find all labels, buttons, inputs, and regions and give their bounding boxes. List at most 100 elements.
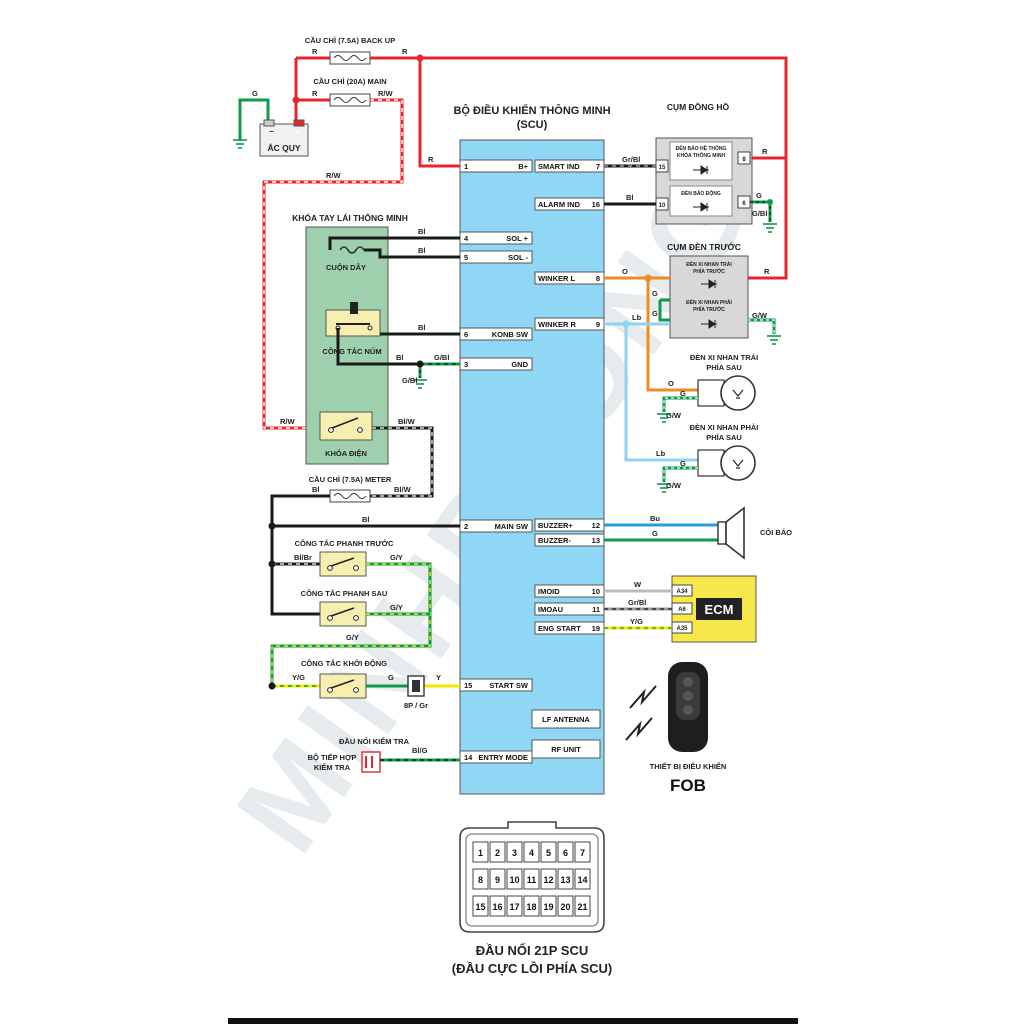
connector-pin-number: 2 bbox=[495, 848, 500, 858]
front-right-winker-led-icon bbox=[701, 319, 717, 329]
svg-text:R/W: R/W bbox=[378, 89, 394, 98]
meter-wire-labels: Gr/Bl Bl G G/Bl bbox=[622, 155, 767, 218]
buzzer-labels: Bu G bbox=[650, 514, 660, 538]
svg-text:PHÍA SAU: PHÍA SAU bbox=[706, 433, 742, 442]
svg-text:19: 19 bbox=[592, 624, 600, 633]
connector-pin-cell bbox=[506, 841, 523, 863]
ground-icon bbox=[763, 223, 777, 233]
svg-text:G/W: G/W bbox=[666, 481, 682, 490]
connector-pin-number: 11 bbox=[527, 875, 537, 885]
svg-text:SOL +: SOL + bbox=[506, 234, 528, 243]
svg-text:11: 11 bbox=[592, 605, 600, 614]
svg-text:R: R bbox=[764, 267, 770, 276]
svg-text:Lb: Lb bbox=[656, 449, 666, 458]
connector-caption: ĐẦU NỐI 21P SCU bbox=[476, 943, 588, 958]
svg-text:3: 3 bbox=[464, 360, 468, 369]
svg-text:A6: A6 bbox=[678, 607, 686, 613]
svg-text:SMART IND: SMART IND bbox=[538, 162, 580, 171]
rear-left-winker: ĐÈN XI NHAN TRÁI PHÍA SAU bbox=[690, 353, 758, 411]
svg-text:IMOID: IMOID bbox=[538, 587, 560, 596]
svg-text:G/Y: G/Y bbox=[390, 553, 403, 562]
connector-pin-number: 19 bbox=[543, 902, 553, 912]
connector-pin-number: 17 bbox=[509, 902, 519, 912]
svg-text:8: 8 bbox=[596, 274, 600, 283]
connector-pin-number: 4 bbox=[529, 848, 534, 858]
knob-switch-label: CÔNG TẮC NÚM bbox=[322, 347, 381, 356]
svg-text:ĐÈN XI NHAN PHẢI: ĐÈN XI NHAN PHẢI bbox=[686, 298, 732, 306]
connector-pin-cell bbox=[574, 868, 591, 890]
rear-light-labels: O G G/W Lb G G/W bbox=[656, 379, 686, 490]
power-wiring bbox=[238, 56, 788, 430]
svg-text:G/W: G/W bbox=[752, 311, 768, 320]
svg-text:G: G bbox=[680, 389, 686, 398]
main-sw-wiring bbox=[270, 494, 460, 616]
svg-text:ĐÈN XI NHAN TRÁI: ĐÈN XI NHAN TRÁI bbox=[690, 353, 758, 362]
alarm-indicator-led-icon bbox=[693, 202, 709, 212]
front-brake-label: CÔNG TẮC PHANH TRƯỚC bbox=[295, 539, 394, 548]
svg-text:ĐÈN XI NHAN PHẢI: ĐÈN XI NHAN PHẢI bbox=[690, 423, 759, 432]
connector-pin-number: 16 bbox=[492, 902, 502, 912]
connector-pin-cell bbox=[472, 841, 489, 863]
svg-text:O: O bbox=[622, 267, 628, 276]
svg-text:G: G bbox=[652, 289, 658, 298]
connector-pin-number: 1 bbox=[478, 848, 483, 858]
connector-pin-number: 5 bbox=[546, 848, 551, 858]
lock-title: KHÓA TAY LÁI THÔNG MINH bbox=[292, 212, 408, 223]
svg-text:Bl: Bl bbox=[418, 246, 426, 255]
svg-text:R: R bbox=[402, 47, 408, 56]
svg-text:G/Bl: G/Bl bbox=[752, 209, 767, 218]
front-brake-switch: CÔNG TẮC PHANH TRƯỚC bbox=[295, 539, 394, 577]
svg-text:Bl: Bl bbox=[418, 227, 426, 236]
svg-text:G: G bbox=[756, 191, 762, 200]
rear-right-winker: ĐÈN XI NHAN PHẢI PHÍA SAU bbox=[690, 423, 759, 481]
svg-text:CẦU CHÌ (7.5A) METER: CẦU CHÌ (7.5A) METER bbox=[309, 474, 392, 484]
connector-pin-cell bbox=[540, 868, 557, 890]
connector-8p: 8P / Gr bbox=[404, 675, 428, 710]
rear-light-wiring bbox=[662, 396, 698, 482]
coil-label: CUỘN DÂY bbox=[326, 263, 366, 272]
svg-text:KIỂM TRA: KIỂM TRA bbox=[314, 763, 351, 772]
connector-pin-cell bbox=[557, 868, 574, 890]
ground-icon bbox=[767, 335, 781, 345]
svg-text:10: 10 bbox=[592, 587, 600, 596]
ground-icon bbox=[657, 413, 671, 493]
ignition-switch: KHÓA ĐIỆN bbox=[319, 411, 373, 458]
svg-text:PHÍA SAU: PHÍA SAU bbox=[706, 363, 742, 372]
svg-text:ĐÈN BÁO ĐỘNG: ĐÈN BÁO ĐỘNG bbox=[681, 189, 721, 197]
battery-label: ẮC QUY bbox=[267, 143, 300, 153]
gy-wiring bbox=[270, 562, 460, 688]
junction-dot bbox=[416, 54, 424, 62]
connector-pin-number: 9 bbox=[495, 875, 500, 885]
scu-title: BỘ ĐIỀU KHIỂN THÔNG MINH bbox=[453, 104, 610, 117]
connector-pin-number: 7 bbox=[580, 848, 585, 858]
connector-pin-number: 15 bbox=[475, 902, 485, 912]
svg-text:Bl/W: Bl/W bbox=[398, 417, 416, 426]
svg-text:W: W bbox=[634, 580, 642, 589]
svg-text:14: 14 bbox=[464, 753, 473, 762]
svg-text:Bl/G: Bl/G bbox=[412, 746, 428, 755]
svg-text:10: 10 bbox=[659, 203, 666, 209]
start-switch-label: CÔNG TẮC KHỞI ĐỘNG bbox=[301, 659, 387, 668]
svg-text:5: 5 bbox=[464, 253, 468, 262]
connector-pin-number: 12 bbox=[543, 875, 553, 885]
connector-pin-number: 3 bbox=[512, 848, 517, 858]
ground-icon bbox=[413, 379, 427, 389]
lf-antenna-label: LF ANTENNA bbox=[542, 715, 590, 724]
svg-text:B+: B+ bbox=[518, 162, 528, 171]
rf-unit-label: RF UNIT bbox=[551, 745, 581, 754]
svg-text:R/W: R/W bbox=[326, 171, 342, 180]
svg-text:SOL -: SOL - bbox=[508, 253, 528, 262]
svg-text:Y: Y bbox=[436, 673, 441, 682]
test-connector: ĐẦU NỐI KIỂM TRA BỘ TIẾP HỢP KIỂM TRA bbox=[308, 736, 460, 773]
connector-pin-cell bbox=[472, 895, 489, 917]
connector-pin-cell bbox=[472, 868, 489, 890]
svg-text:−: − bbox=[269, 127, 274, 136]
ecm-label: ECM bbox=[705, 602, 734, 617]
svg-text:G/Bl: G/Bl bbox=[402, 376, 417, 385]
svg-text:Y/G: Y/G bbox=[630, 617, 643, 626]
svg-text:START SW: START SW bbox=[489, 681, 529, 690]
